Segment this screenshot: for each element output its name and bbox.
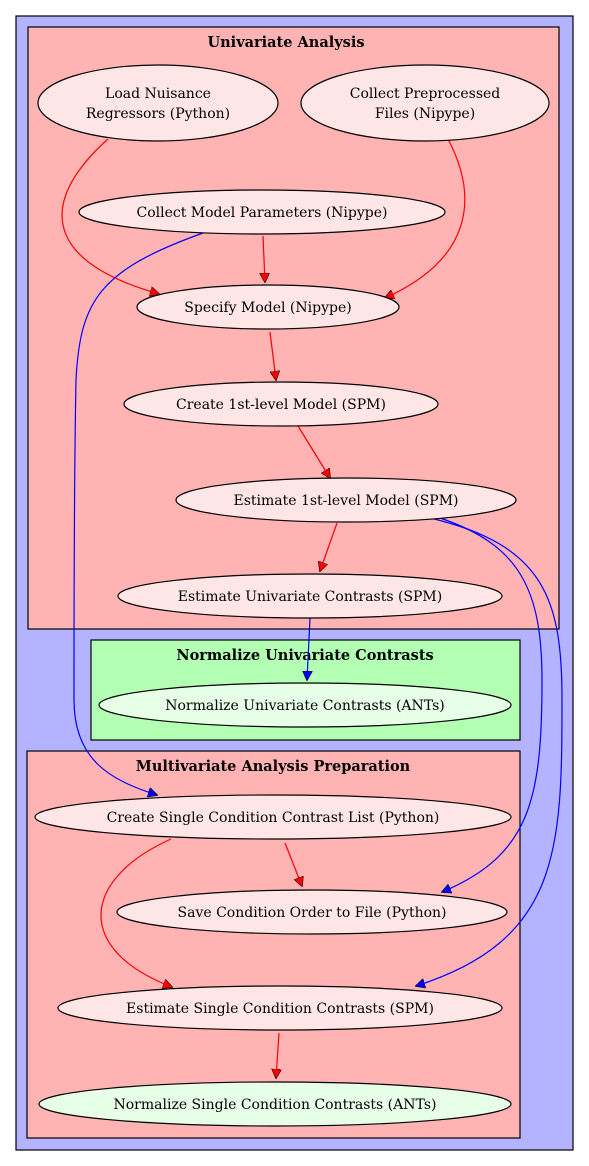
node-load-nuisance-line1: Load Nuisance [105, 86, 211, 102]
node-save-condition-order-label: Save Condition Order to File (Python) [178, 905, 447, 921]
edge-estimate-first-level-to-estimate-univariate [320, 522, 338, 571]
node-create-single-condition-list[interactable]: Create Single Condition Contrast List (P… [34, 794, 512, 840]
node-normalize-univariate-contrasts[interactable]: Normalize Univariate Contrasts (ANTs) [98, 682, 512, 728]
node-specify-model-label: Specify Model (Nipype) [184, 300, 351, 316]
node-collect-preprocessed-line1: Collect Preprocessed [350, 86, 501, 102]
edge-collect-model-params-to-create-single-list [73, 232, 204, 795]
node-normalize-univariate-label: Normalize Univariate Contrasts (ANTs) [165, 698, 445, 714]
node-estimate-single-condition-label: Estimate Single Condition Contrasts (SPM… [126, 1001, 434, 1017]
node-estimate-first-level-label: Estimate 1st-level Model (SPM) [233, 493, 458, 509]
edge-collect-model-params-to-specify-model [263, 235, 265, 282]
node-normalize-single-condition-contrasts[interactable]: Normalize Single Condition Contrasts (AN… [38, 1081, 512, 1127]
edge-estimate-first-level-to-estimate-single [416, 517, 563, 986]
edge-specify-model-to-create-first-level [269, 331, 276, 380]
cluster-univariate-title: Univariate Analysis [208, 34, 365, 51]
node-estimate-single-condition-contrasts[interactable]: Estimate Single Condition Contrasts (SPM… [57, 985, 503, 1031]
node-estimate-first-level-model[interactable]: Estimate 1st-level Model (SPM) [175, 477, 517, 523]
node-estimate-univariate-label: Estimate Univariate Contrasts (SPM) [178, 589, 442, 605]
edge-load-nuisance-to-specify-model [61, 138, 159, 294]
edge-create-first-level-to-estimate-first-level [297, 425, 330, 478]
nodes: Load Nuisance Regressors (Python) Collec… [34, 64, 550, 1127]
node-estimate-univariate-contrasts[interactable]: Estimate Univariate Contrasts (SPM) [117, 573, 503, 619]
node-create-single-condition-list-label: Create Single Condition Contrast List (P… [107, 810, 440, 826]
node-specify-model[interactable]: Specify Model (Nipype) [136, 284, 400, 330]
cluster-multivariate-title: Multivariate Analysis Preparation [136, 758, 411, 775]
edge-create-single-list-to-save-condition-order [284, 842, 302, 886]
node-save-condition-order[interactable]: Save Condition Order to File (Python) [116, 889, 508, 935]
edge-estimate-first-level-to-save-condition-order [439, 517, 543, 892]
node-create-first-level-model[interactable]: Create 1st-level Model (SPM) [123, 381, 439, 427]
node-collect-model-parameters-label: Collect Model Parameters (Nipype) [137, 205, 388, 221]
node-collect-model-parameters[interactable]: Collect Model Parameters (Nipype) [78, 189, 446, 235]
edge-create-single-list-to-estimate-single [100, 838, 172, 987]
node-collect-preprocessed-files[interactable]: Collect Preprocessed Files (Nipype) [300, 64, 550, 142]
node-collect-preprocessed-line2: Files (Nipype) [375, 106, 475, 122]
edge-collect-preprocessed-to-specify-model [385, 138, 466, 298]
node-normalize-single-condition-label: Normalize Single Condition Contrasts (AN… [114, 1097, 437, 1113]
node-create-first-level-label: Create 1st-level Model (SPM) [176, 397, 386, 413]
edge-estimate-single-to-normalize-single [276, 1032, 279, 1078]
cluster-normalize-title: Normalize Univariate Contrasts [176, 647, 433, 664]
node-load-nuisance-regressors[interactable]: Load Nuisance Regressors (Python) [37, 64, 279, 142]
edge-estimate-univariate-to-normalize-univariate [307, 617, 310, 680]
node-load-nuisance-line2: Regressors (Python) [86, 106, 230, 122]
edges [61, 138, 563, 1078]
